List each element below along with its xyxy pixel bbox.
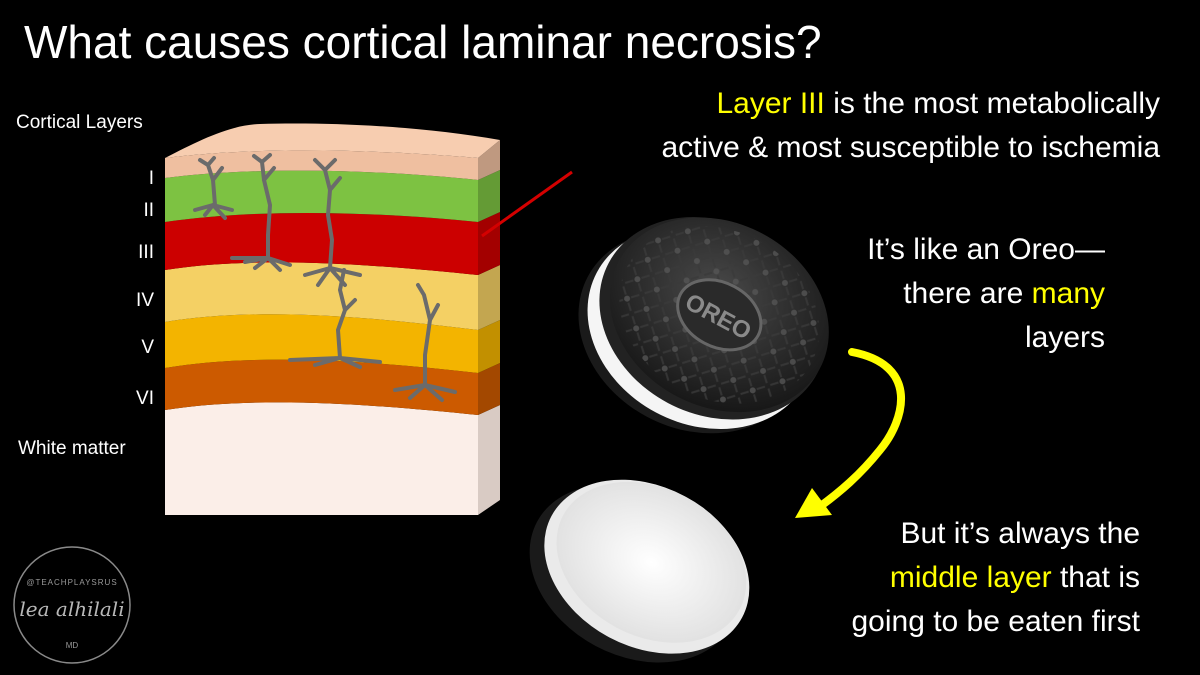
slide-title: What causes cortical laminar necrosis? <box>24 16 822 68</box>
conclusion-line3: going to be eaten first <box>851 605 1140 638</box>
oreo-whole-cookie: OREO <box>578 216 829 434</box>
oreo-line1: It’s like an Oreo— <box>867 233 1105 266</box>
cortex-block <box>165 123 500 515</box>
layer-label-i: I <box>148 168 154 189</box>
cortex-layer-4-side <box>478 265 500 330</box>
layer-label-v: V <box>141 337 154 358</box>
oreo-many-highlight: many <box>1031 277 1105 310</box>
watermark-handle: @TEACHPLAYSRUS <box>26 578 117 587</box>
cortex-layer-4 <box>165 262 478 330</box>
oreo-line3: layers <box>1024 321 1105 354</box>
conclusion-text: But it’s always the middle layer that is… <box>740 512 1140 644</box>
cortex-layer-3-side <box>478 212 500 275</box>
layer-label-iv: IV <box>136 290 154 311</box>
cortex-layer-5-side <box>478 320 500 373</box>
cortical-layers-header: Cortical Layers <box>16 112 143 133</box>
cortex-layer-6-side <box>478 363 500 415</box>
layer-label-vi: VI <box>136 388 154 409</box>
oreo-analogy-text: It’s like an Oreo— there are many layers <box>760 228 1105 360</box>
watermark-signature: lea alhilali <box>19 597 124 621</box>
watermark-md: MD <box>66 641 79 650</box>
layer-label-iii: III <box>138 242 154 263</box>
cortex-layer-1-side <box>478 140 500 180</box>
conclusion-line1: But it’s always the <box>900 517 1140 550</box>
callout-pointer-line <box>481 170 573 238</box>
middle-layer-highlight: middle layer <box>889 561 1052 594</box>
conclusion-line2-rest: that is <box>1051 561 1140 594</box>
layer-iii-highlight: Layer III <box>716 87 825 120</box>
watermark-logo: @TEACHPLAYSRUS lea alhilali MD <box>13 546 131 664</box>
white-matter-label: White matter <box>18 438 126 459</box>
cortex-layer-2 <box>165 170 478 222</box>
cortex-layer-5 <box>165 314 478 373</box>
callout-line2: active & most susceptible to ischemia <box>661 131 1160 164</box>
neurons <box>193 153 457 402</box>
yellow-arrow <box>795 348 906 518</box>
cortex-layer-6 <box>165 359 478 415</box>
oreo-cream-half <box>529 479 750 663</box>
oreo-line2-a: there are <box>903 277 1032 310</box>
callout-line1-rest: is the most metabolically <box>824 87 1160 120</box>
layer-iii-callout: Layer III is the most metabolically acti… <box>520 82 1160 170</box>
cortex-layer-2-side <box>478 170 500 222</box>
layer-label-ii: II <box>143 200 154 221</box>
